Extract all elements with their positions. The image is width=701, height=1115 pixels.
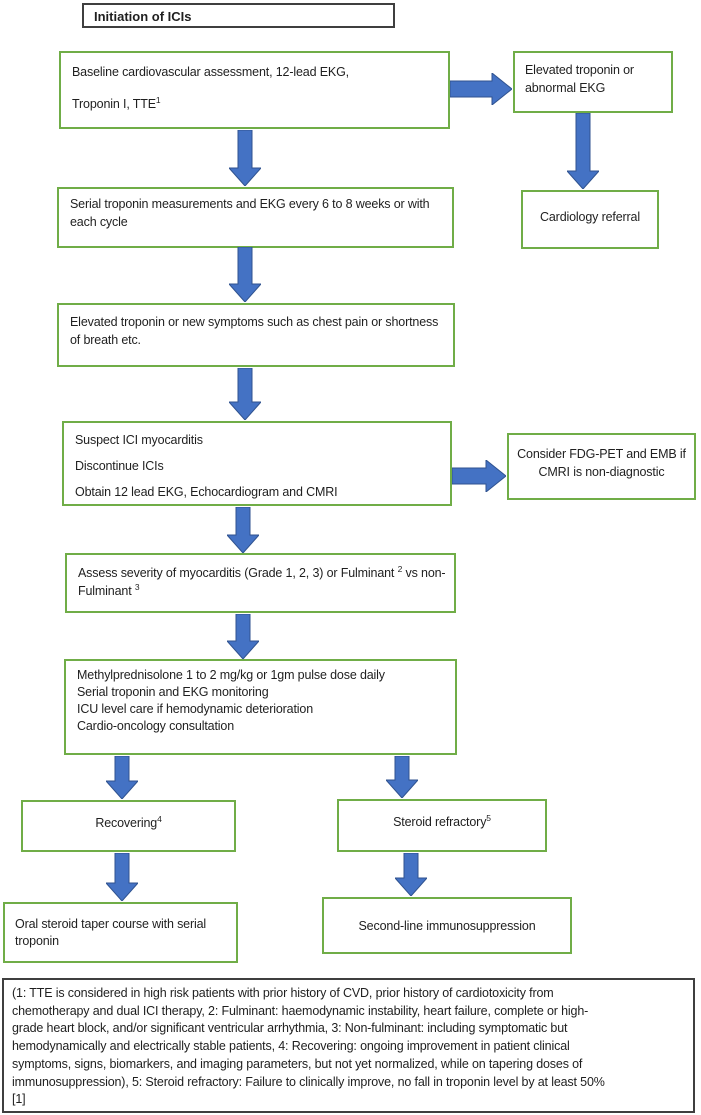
arrow-baseline-to-serial bbox=[229, 130, 261, 186]
node-text-line: CMRI is non-diagnostic bbox=[513, 463, 690, 481]
arrow-treatment-to-recovering bbox=[106, 756, 138, 799]
arrow-recovering-to-oral-taper bbox=[106, 853, 138, 901]
node-text: Recovering bbox=[95, 816, 158, 830]
superscript-ref: 5 bbox=[486, 812, 491, 823]
node-text: troponin bbox=[15, 934, 59, 948]
node-text: Baseline cardiovascular assessment, 12-l… bbox=[72, 65, 349, 79]
arrow-suspect-to-fdg-pet bbox=[452, 460, 506, 492]
node-text-line: Recovering4 bbox=[27, 814, 230, 832]
superscript-ref: 1 bbox=[155, 94, 161, 105]
node-text: Cardio-oncology consultation bbox=[77, 719, 235, 733]
footnote-line: symptoms, signs, biomarkers, and imaging… bbox=[12, 1056, 583, 1071]
node-text: Obtain 12 lead EKG, Echocardiogram and C… bbox=[75, 485, 338, 499]
node-text-line: Serial troponin measurements and EKG eve… bbox=[70, 195, 446, 213]
node-text-line: Oral steroid taper course with serial bbox=[15, 916, 230, 933]
arrow-suspect-to-assess bbox=[227, 507, 259, 553]
node-text: Consider FDG-PET and EMB if bbox=[517, 447, 686, 461]
footnote-line: chemotherapy and dual ICI therapy, 2: Fu… bbox=[12, 1003, 589, 1018]
node-text-line: Elevated troponin or bbox=[525, 61, 665, 79]
node-text-line: Fulminant 3 bbox=[78, 582, 448, 600]
node-recovering: Recovering4 bbox=[21, 800, 236, 852]
footnote-line: (1: TTE is considered in high risk patie… bbox=[12, 986, 554, 1000]
footnote-line: grade heart block, and/or significant ve… bbox=[12, 1021, 568, 1036]
node-text: Assess severity of myocarditis (Grade 1,… bbox=[78, 566, 398, 580]
node-text-line: Troponin I, TTE1 bbox=[72, 95, 442, 113]
node-text-line: Consider FDG-PET and EMB if bbox=[513, 445, 690, 463]
superscript-ref: 2 bbox=[397, 563, 403, 574]
node-text: Steroid refractory bbox=[393, 815, 487, 829]
node-text-line: troponin bbox=[15, 933, 230, 950]
arrow-treatment-to-steroid-refractory bbox=[386, 756, 418, 798]
footnote-line: [1] bbox=[12, 1092, 26, 1107]
node-oral-steroid-taper: Oral steroid taper course with serial tr… bbox=[3, 902, 238, 963]
node-text-line: Discontinue ICIs bbox=[75, 457, 444, 475]
title-box: Initiation of ICIs bbox=[82, 3, 395, 28]
node-steroid-refractory: Steroid refractory5 bbox=[337, 799, 547, 852]
arrow-symptoms-to-suspect bbox=[229, 368, 261, 420]
node-text: Methylprednisolone 1 to 2 mg/kg or 1gm p… bbox=[77, 668, 385, 682]
node-text-line: Second-line immunosuppression bbox=[328, 917, 566, 935]
arrow-steroid-refractory-to-second-line bbox=[395, 853, 427, 896]
footnote-line: immunosuppression), 5: Steroid refractor… bbox=[12, 1074, 605, 1089]
node-methylprednisolone-treatment: Methylprednisolone 1 to 2 mg/kg or 1gm p… bbox=[64, 659, 457, 755]
node-text: vs non- bbox=[402, 566, 446, 580]
superscript-ref: 3 bbox=[134, 581, 140, 592]
node-text: Serial troponin measurements and EKG eve… bbox=[70, 197, 430, 211]
node-text: each cycle bbox=[70, 215, 128, 229]
node-text: Suspect ICI myocarditis bbox=[75, 433, 203, 447]
node-text-line: of breath etc. bbox=[70, 331, 447, 349]
node-text-line: Serial troponin and EKG monitoring bbox=[77, 684, 449, 701]
node-text: CMRI is non-diagnostic bbox=[538, 465, 665, 479]
footnote-box: (1: TTE is considered in high risk patie… bbox=[2, 978, 695, 1113]
node-elevated-troponin-new-symptoms: Elevated troponin or new symptoms such a… bbox=[57, 303, 455, 367]
node-text: Elevated troponin or bbox=[525, 63, 634, 77]
node-text-line: each cycle bbox=[70, 213, 446, 231]
node-elevated-troponin-abnormal-ekg: Elevated troponin or abnormal EKG bbox=[513, 51, 673, 113]
node-text-line: abnormal EKG bbox=[525, 79, 665, 97]
node-text-line: Steroid refractory5 bbox=[343, 813, 541, 831]
node-consider-fdg-pet-emb: Consider FDG-PET and EMB if CMRI is non-… bbox=[507, 433, 696, 500]
node-text: Discontinue ICIs bbox=[75, 459, 164, 473]
arrow-elevated-to-cardiology-referral bbox=[567, 113, 599, 189]
node-text-line: Suspect ICI myocarditis bbox=[75, 431, 444, 449]
node-assess-severity: Assess severity of myocarditis (Grade 1,… bbox=[65, 553, 456, 613]
node-text: Fulminant bbox=[78, 584, 135, 598]
node-text: Cardiology referral bbox=[540, 210, 640, 224]
superscript-ref: 4 bbox=[157, 813, 162, 824]
node-text-line: Methylprednisolone 1 to 2 mg/kg or 1gm p… bbox=[77, 667, 449, 684]
node-baseline-assessment: Baseline cardiovascular assessment, 12-l… bbox=[59, 51, 450, 129]
arrow-baseline-to-elevated-troponin bbox=[450, 73, 512, 105]
node-second-line-immunosuppression: Second-line immunosuppression bbox=[322, 897, 572, 954]
footnote-line: hemodynamically and electrically stable … bbox=[12, 1039, 570, 1054]
node-cardiology-referral: Cardiology referral bbox=[521, 190, 659, 249]
arrow-assess-to-treatment bbox=[227, 614, 259, 659]
node-text-line: Cardiology referral bbox=[527, 208, 653, 226]
node-text: ICU level care if hemodynamic deteriorat… bbox=[77, 702, 314, 716]
node-serial-troponin-monitoring: Serial troponin measurements and EKG eve… bbox=[57, 187, 454, 248]
node-text: of breath etc. bbox=[70, 333, 141, 347]
arrow-serial-to-symptoms bbox=[229, 247, 261, 302]
node-suspect-ici-myocarditis: Suspect ICI myocarditis Discontinue ICIs… bbox=[62, 421, 452, 506]
node-text: Oral steroid taper course with serial bbox=[15, 917, 207, 931]
node-text-line: Elevated troponin or new symptoms such a… bbox=[70, 313, 447, 331]
node-text-line: Assess severity of myocarditis (Grade 1,… bbox=[78, 564, 448, 582]
node-text-line: Cardio-oncology consultation bbox=[77, 718, 449, 735]
node-text: Elevated troponin or new symptoms such a… bbox=[70, 315, 439, 329]
node-text-line: Baseline cardiovascular assessment, 12-l… bbox=[72, 63, 442, 81]
page-title: Initiation of ICIs bbox=[94, 9, 192, 24]
node-text-line: Obtain 12 lead EKG, Echocardiogram and C… bbox=[75, 483, 444, 501]
node-text-line: ICU level care if hemodynamic deteriorat… bbox=[77, 701, 449, 718]
node-text: Serial troponin and EKG monitoring bbox=[77, 685, 269, 699]
node-text: Second-line immunosuppression bbox=[358, 919, 536, 933]
node-text: Troponin I, TTE bbox=[72, 97, 156, 111]
node-text: abnormal EKG bbox=[525, 81, 606, 95]
